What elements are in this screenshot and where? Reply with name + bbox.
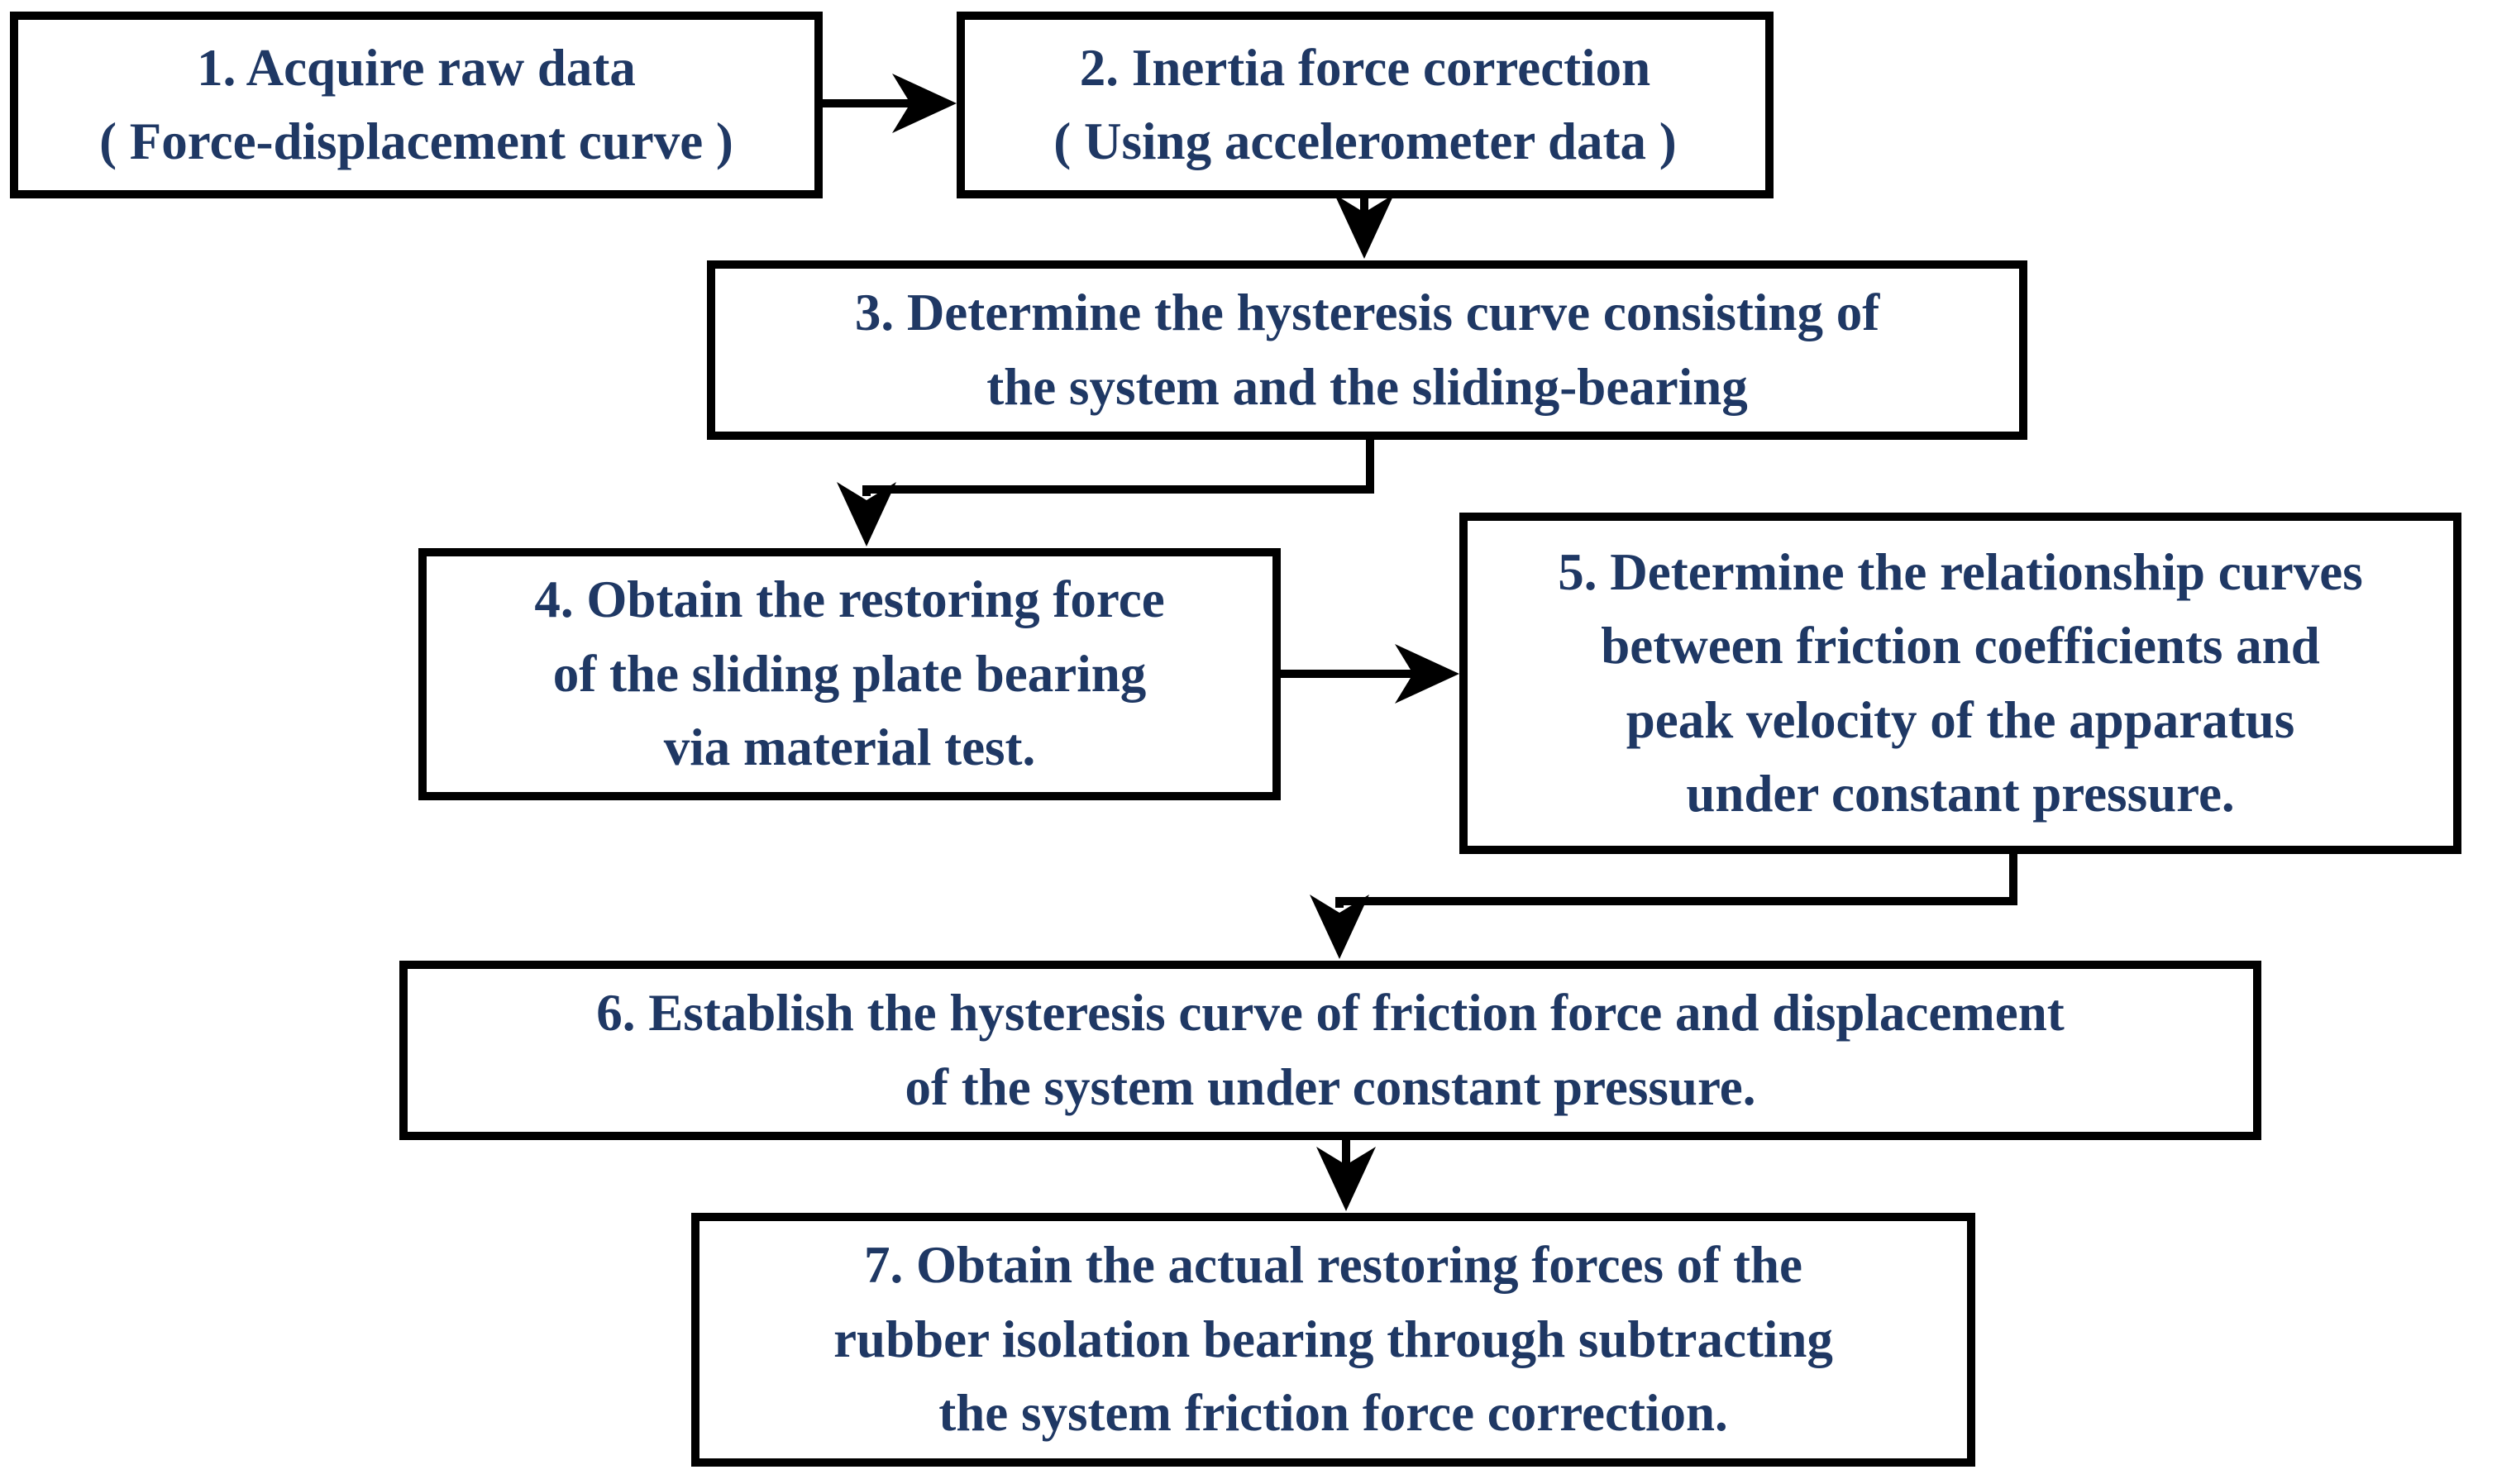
step-1-label: 1. Acquire raw data ( Force-displacement… — [99, 38, 733, 170]
connector-step5-to-step6 — [1310, 847, 2017, 959]
step-2-box: 2. Inertia force correction ( Using acce… — [957, 12, 1774, 198]
arrow-shaft — [1335, 847, 2017, 908]
connector-step1-to-step2 — [823, 74, 957, 133]
step-7-label: 7. Obtain the actual restoring forces of… — [833, 1236, 1833, 1443]
connector-step2-to-step3 — [1334, 194, 1394, 259]
arrowhead-down-icon — [1316, 1147, 1376, 1211]
arrowhead-right-icon — [892, 74, 957, 133]
connector-step3-to-step4 — [837, 434, 1374, 546]
connector-step6-to-step7 — [1316, 1137, 1376, 1211]
step-3-label: 3. Determine the hysteresis curve consis… — [854, 284, 1880, 416]
step-7-box: 7. Obtain the actual restoring forces of… — [691, 1213, 1975, 1467]
step-2-label: 2. Inertia force correction ( Using acce… — [1053, 38, 1677, 170]
arrowhead-down-icon — [1334, 194, 1394, 259]
step-6-box: 6. Establish the hysteresis curve of fri… — [399, 961, 2261, 1140]
connector-step4-to-step5 — [1277, 644, 1459, 704]
step-4-box: 4. Obtain the restoring force of the sli… — [418, 548, 1281, 800]
arrowhead-down-icon — [1310, 895, 1369, 959]
arrowhead-right-icon — [1395, 644, 1459, 704]
arrowhead-down-icon — [837, 482, 896, 546]
step-3-box: 3. Determine the hysteresis curve consis… — [707, 260, 2027, 440]
step-5-box: 5. Determine the relationship curves bet… — [1459, 513, 2461, 854]
step-6-label: 6. Establish the hysteresis curve of fri… — [596, 984, 2065, 1116]
step-1-box: 1. Acquire raw data ( Force-displacement… — [10, 12, 823, 198]
step-5-label: 5. Determine the relationship curves bet… — [1558, 542, 2363, 823]
step-4-label: 4. Obtain the restoring force of the sli… — [534, 570, 1165, 777]
arrow-shaft — [862, 434, 1374, 496]
